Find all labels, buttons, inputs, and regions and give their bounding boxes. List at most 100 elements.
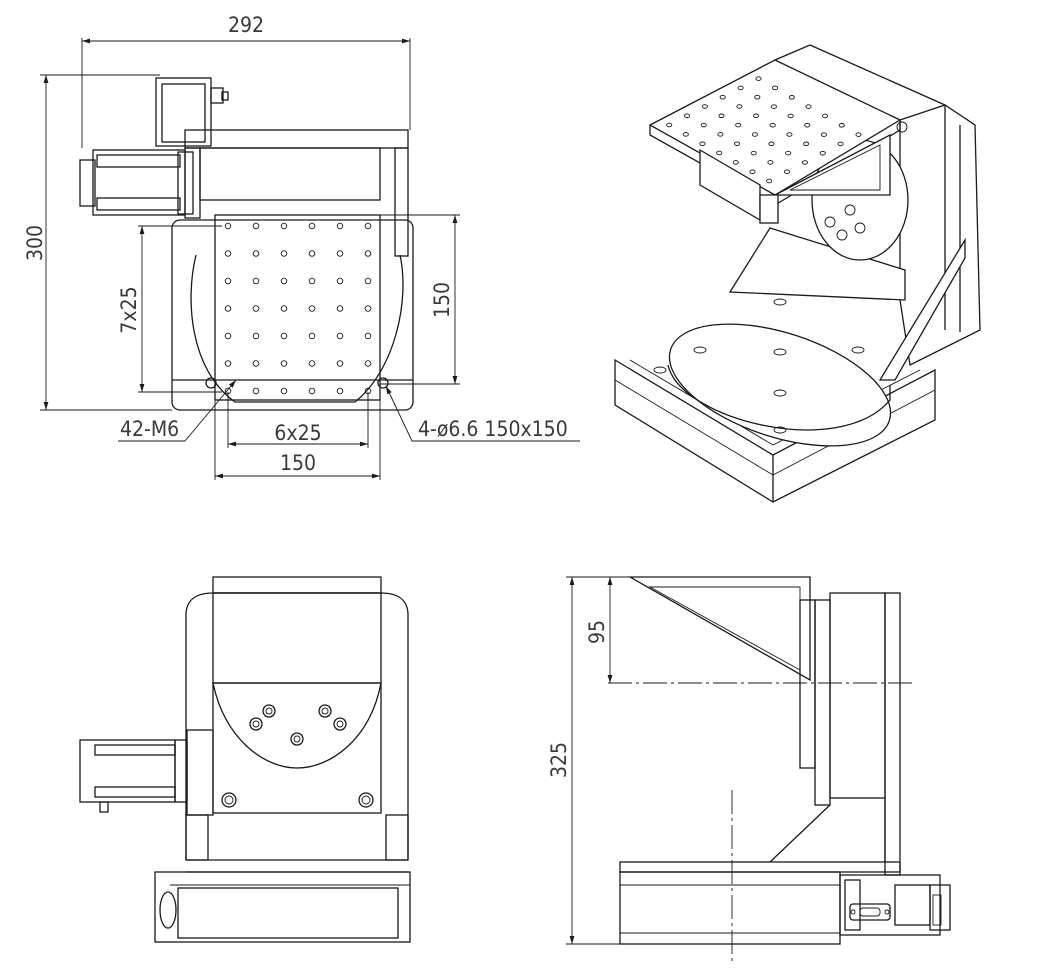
- dim-plate-height: 150: [430, 282, 454, 318]
- iso-threaded-hole: [735, 122, 742, 128]
- dim-hole-pitch-y: 7x25: [117, 286, 141, 333]
- threaded-hole: [252, 332, 260, 340]
- threaded-hole: [364, 250, 372, 257]
- iso-threaded-hole: [701, 104, 708, 109]
- threaded-hole: [336, 360, 344, 367]
- iso-threaded-hole: [783, 169, 791, 174]
- iso-threaded-hole: [737, 85, 744, 91]
- iso-threaded-hole: [768, 141, 775, 147]
- dim-center-height: 95: [585, 620, 609, 644]
- threaded-hole: [252, 277, 260, 285]
- rotary-disk-outline: [190, 254, 404, 403]
- callout-thread: 42-M6: [120, 417, 179, 441]
- iso-hole-grid: [666, 76, 862, 184]
- threaded-hole: [308, 222, 316, 230]
- threaded-hole: [308, 387, 316, 395]
- threaded-hole: [364, 360, 372, 367]
- front-base: [154, 871, 411, 943]
- iso-housing: [899, 104, 981, 366]
- threaded-hole: [280, 305, 288, 312]
- threaded-hole: [336, 305, 344, 312]
- threaded-hole: [336, 332, 344, 340]
- iso-threaded-hole: [838, 123, 845, 128]
- iso-threaded-hole: [755, 76, 762, 81]
- threaded-hole: [280, 250, 288, 257]
- threaded-hole: [252, 387, 260, 395]
- threaded-hole: [336, 222, 344, 230]
- top-view: 292 300 7x25 150 6x25 150 42-M6 4-ø: [23, 13, 580, 480]
- threaded-hole: [280, 277, 288, 285]
- threaded-hole: [252, 360, 260, 367]
- threaded-hole: [224, 222, 232, 230]
- iso-threaded-hole: [785, 150, 792, 156]
- iso-threaded-hole: [750, 150, 757, 156]
- threaded-hole: [336, 277, 344, 285]
- iso-threaded-hole: [682, 132, 689, 137]
- iso-threaded-hole: [700, 122, 707, 128]
- iso-threaded-hole: [683, 113, 691, 118]
- motor-cluster: [92, 149, 186, 216]
- iso-threaded-hole: [804, 122, 811, 128]
- iso-threaded-hole: [788, 95, 795, 100]
- threaded-hole: [224, 360, 232, 367]
- iso-threaded-hole: [819, 150, 826, 156]
- front-motor: [79, 739, 176, 803]
- threaded-hole: [252, 305, 260, 312]
- base-plate: [171, 219, 414, 411]
- threaded-hole: [280, 387, 288, 395]
- threaded-hole: [308, 277, 316, 285]
- mount-hole: [205, 377, 217, 389]
- isometric-view: [614, 44, 981, 503]
- iso-threaded-hole: [803, 141, 810, 147]
- threaded-hole: [364, 222, 372, 230]
- iso-threaded-hole: [754, 94, 761, 100]
- threaded-hole: [308, 305, 316, 312]
- side-bracket: [627, 576, 811, 682]
- iso-threaded-hole: [666, 122, 673, 128]
- threaded-hole: [308, 250, 316, 257]
- iso-threaded-hole: [837, 141, 844, 147]
- iso-threaded-hole: [699, 141, 706, 146]
- iso-threaded-hole: [767, 160, 774, 165]
- iso-threaded-hole: [805, 104, 812, 109]
- iso-threaded-hole: [786, 132, 793, 137]
- front-housing: [185, 592, 409, 860]
- dim-total-height: 325: [547, 742, 571, 778]
- threaded-hole: [252, 222, 260, 230]
- iso-turntable: [668, 323, 892, 447]
- iso-threaded-hole: [751, 132, 758, 137]
- motor-body-top: [155, 77, 212, 147]
- leader-mount-hole: [385, 385, 413, 442]
- iso-threaded-hole: [770, 104, 777, 109]
- iso-threaded-hole: [733, 141, 741, 146]
- table-plate: [214, 214, 381, 401]
- iso-threaded-hole: [820, 132, 827, 137]
- dim-overall-width: 292: [228, 13, 264, 37]
- threaded-hole: [364, 332, 372, 340]
- threaded-hole: [252, 250, 260, 257]
- iso-threaded-hole: [822, 113, 829, 119]
- mount-hole: [377, 377, 389, 389]
- threaded-hole: [364, 305, 372, 312]
- threaded-hole: [280, 360, 288, 367]
- iso-threaded-hole: [732, 160, 739, 165]
- iso-threaded-hole: [719, 94, 726, 100]
- iso-threaded-hole: [772, 85, 779, 91]
- iso-threaded-hole: [766, 178, 773, 184]
- iso-threaded-hole: [801, 160, 808, 165]
- dim-overall-height: 300: [23, 225, 47, 261]
- front-top-cap: [212, 576, 382, 594]
- threaded-hole: [280, 222, 288, 230]
- iso-threaded-hole: [716, 150, 723, 156]
- threaded-hole: [336, 250, 344, 257]
- side-motor: [839, 874, 941, 936]
- front-face-plate: [212, 682, 382, 814]
- iso-threaded-hole: [787, 113, 794, 119]
- iso-threaded-hole: [717, 132, 724, 137]
- callout-mount-hole: 4-ø6.6 150x150: [418, 417, 568, 441]
- side-platform: [619, 861, 901, 873]
- iso-threaded-hole: [855, 132, 862, 137]
- iso-threaded-hole: [769, 122, 776, 128]
- threaded-hole: [224, 277, 232, 285]
